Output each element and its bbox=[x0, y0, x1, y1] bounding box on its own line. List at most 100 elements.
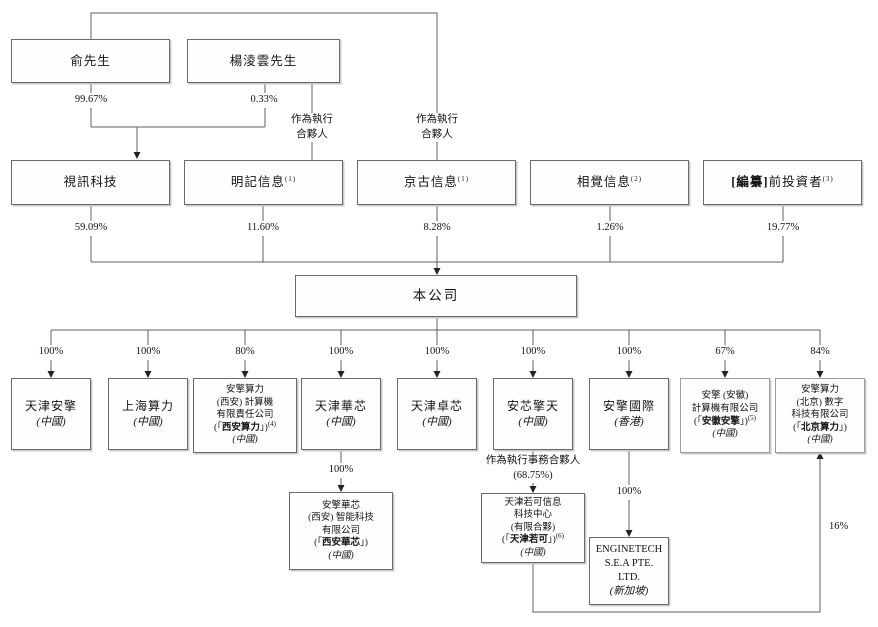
name-text: 安芯擎天 bbox=[506, 399, 559, 414]
region-text: (中國) bbox=[232, 435, 258, 446]
pct-huaxin-to-xian-huaxin: 100% bbox=[325, 463, 357, 478]
redacted-tag: [編纂] bbox=[731, 175, 769, 190]
region-text: (中國) bbox=[133, 415, 163, 428]
node-jinggu-xinxi: 京古信息(1) bbox=[357, 160, 516, 205]
short-name: 西安華芯 bbox=[321, 538, 360, 549]
node-anqing-international: 安擎國際 (香港) bbox=[589, 378, 669, 450]
name-line: (「安徽安擎」)(5) bbox=[693, 413, 757, 429]
node-anhui-anqing: 安擎 (安徽) 計算機有限公司 (「安徽安擎」)(5) (中國) bbox=[680, 378, 770, 453]
node-xiangjue-xinxi: 相覺信息(2) bbox=[530, 160, 689, 205]
node-xian-huaxin: 安擎華芯 (西安) 智能科技 有限公司 (「西安華芯」) (中國) bbox=[289, 492, 393, 570]
region-text: (中國) bbox=[807, 435, 833, 446]
bracket: (「 bbox=[693, 416, 702, 427]
footnote-ref: (2) bbox=[630, 175, 643, 184]
region-text: (中國) bbox=[712, 429, 738, 440]
name-line: 科技有限公司 bbox=[791, 410, 849, 421]
node-pre-investors: [編纂]前投資者(3) bbox=[703, 160, 862, 205]
name-line: 計算機有限公司 bbox=[691, 403, 759, 414]
bracket: (「 bbox=[213, 422, 222, 433]
node-tianjin-anqing: 天津安擎 (中國) bbox=[11, 378, 91, 450]
name-text: 天津安擎 bbox=[24, 399, 77, 414]
node-label: 楊淩雲先生 bbox=[229, 53, 298, 68]
name-line: 安擎 (安徽) bbox=[701, 391, 749, 402]
label-line: 合夥人 bbox=[421, 128, 453, 140]
name-line: 科技中心 bbox=[513, 510, 552, 521]
name-line: (「天津若可」)(6) bbox=[501, 533, 564, 547]
pct-ruoke-to-beijing-suanli: 16% bbox=[826, 520, 852, 535]
name-line: (「北京算力」) bbox=[793, 422, 847, 435]
bracket: 」) bbox=[360, 538, 368, 549]
pct-investors-company: 19.77% bbox=[763, 221, 803, 236]
pct-tianjin-zhuoxin: 100% bbox=[421, 345, 453, 360]
pct-xian-suanli: 80% bbox=[232, 345, 258, 360]
name-text: 前投資者 bbox=[768, 175, 823, 190]
label-exec-partner-mingji: 作為執行 合夥人 bbox=[288, 113, 336, 143]
label-line: 作為執行 bbox=[416, 114, 458, 125]
name-line: 安擎算力 bbox=[800, 385, 839, 396]
pct-jinggu-company: 8.28% bbox=[420, 221, 454, 236]
region-text: (中國) bbox=[36, 415, 66, 428]
name-text: 天津卓芯 bbox=[410, 399, 463, 414]
name-text: 京古信息 bbox=[403, 175, 458, 190]
node-mingji-xinxi: 明記信息(1) bbox=[184, 160, 343, 205]
name-line: (西安) 計算機 bbox=[216, 397, 274, 408]
short-name: 天津若可 bbox=[509, 535, 548, 546]
label-line: 作為執行 bbox=[291, 114, 333, 125]
footnote-ref: (3) bbox=[822, 175, 834, 184]
node-tianjin-zhuoxin: 天津卓芯 (中國) bbox=[397, 378, 477, 450]
bracket: 」) bbox=[547, 535, 556, 546]
node-mr-yu: 俞先生 bbox=[11, 39, 170, 83]
name-line: (「西安算力」)(4) bbox=[213, 419, 277, 435]
region-text: (香港) bbox=[614, 415, 644, 428]
name-line: (西安) 智能科技 bbox=[308, 513, 374, 524]
name-line: 安擎華芯 bbox=[321, 500, 360, 511]
short-name: 安徽安擎 bbox=[701, 416, 740, 427]
node-anxin-qingtian: 安芯擎天 (中國) bbox=[493, 378, 573, 450]
name-line: (「西安華芯」) bbox=[314, 537, 368, 550]
pct-mingji-company: 11.60% bbox=[244, 221, 282, 236]
pct-yang-to-shixun: 0.33% bbox=[247, 93, 281, 108]
name-line: 天津若可信息 bbox=[504, 497, 562, 508]
name-line: ENGINETECH bbox=[595, 543, 663, 555]
node-mr-yang-lingyun: 楊淩雲先生 bbox=[187, 39, 340, 83]
node-label: 俞先生 bbox=[70, 53, 111, 68]
bracket: 」) bbox=[839, 422, 847, 433]
short-name: 北京算力 bbox=[800, 422, 839, 433]
pct-tianjin-huaxin: 100% bbox=[325, 345, 357, 360]
name-line: LTD. bbox=[617, 572, 641, 583]
label-line: 作為執行事務合夥人 bbox=[485, 455, 581, 466]
footnote-ref: (1) bbox=[457, 175, 470, 184]
pct-xiangjue-company: 1.26% bbox=[593, 221, 627, 236]
name-text: 明記信息 bbox=[230, 175, 285, 190]
bracket: (「 bbox=[314, 538, 322, 549]
node-shanghai-suanli: 上海算力 (中國) bbox=[108, 378, 188, 450]
node-label: 京古信息(1) bbox=[404, 174, 469, 190]
name-line: 安擎算力 bbox=[225, 385, 264, 396]
pct-shanghai-suanli: 100% bbox=[132, 345, 164, 360]
pct-anxin-qingtian: 100% bbox=[517, 345, 549, 360]
node-label: [編纂]前投資者(3) bbox=[731, 174, 834, 190]
pct-yu-to-shixun: 99.67% bbox=[71, 93, 111, 108]
node-label: 視訊科技 bbox=[63, 175, 118, 190]
region-text: (中國) bbox=[520, 547, 546, 558]
node-beijing-suanli: 安擎算力 (北京) 數字 科技有限公司 (「北京算力」) (中國) bbox=[775, 378, 865, 453]
footnote-ref: (4) bbox=[267, 419, 277, 428]
pct-anqing-intl: 100% bbox=[613, 345, 645, 360]
bracket: 」) bbox=[259, 422, 268, 433]
footnote-ref: (1) bbox=[284, 175, 297, 184]
label-exec-affairs-partner: 作為執行事務合夥人 (68.75%) bbox=[482, 454, 584, 484]
label-line: 合夥人 bbox=[296, 128, 328, 140]
node-label: 相覺信息(2) bbox=[577, 174, 642, 190]
region-text: (中國) bbox=[422, 415, 452, 428]
node-tianjin-huaxin: 天津華芯 (中國) bbox=[301, 378, 381, 450]
label-line: (68.75%) bbox=[513, 469, 553, 481]
region-text: (中國) bbox=[326, 415, 356, 428]
footnote-ref: (5) bbox=[747, 413, 757, 422]
bracket: (「 bbox=[501, 535, 510, 546]
name-line: (北京) 數字 bbox=[796, 397, 844, 408]
node-the-company: 本公司 bbox=[295, 275, 577, 317]
pct-beijing-suanli: 84% bbox=[807, 345, 833, 360]
node-enginetech: ENGINETECH S.E.A PTE. LTD. (新加坡) bbox=[589, 537, 669, 605]
name-line: 有限公司 bbox=[321, 525, 360, 536]
